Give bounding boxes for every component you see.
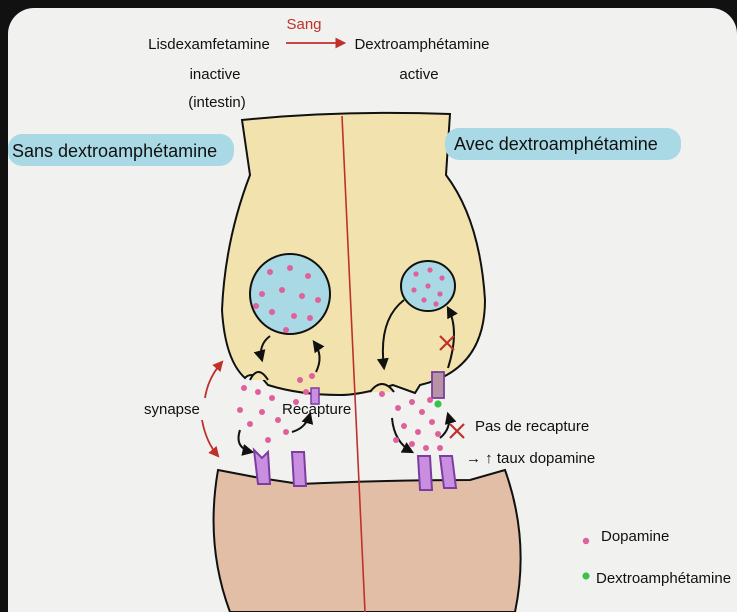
- synapse-diagram: Lisdexamfetamine inactive (intestin) San…: [8, 8, 737, 612]
- active-line-1: Dextroamphétamine: [354, 36, 489, 53]
- recapture-label: Recapture: [282, 401, 351, 418]
- prodrug-line-2: inactive: [190, 66, 241, 83]
- dopamine-right-cleft: [379, 391, 443, 451]
- receptor-right-2: [440, 456, 456, 488]
- synapse-label: synapse: [144, 401, 200, 418]
- red-arrow-icon: [205, 362, 222, 398]
- receptor-left-1: [254, 450, 270, 484]
- active-line-2: active: [399, 66, 438, 83]
- vesicle-left: [250, 254, 330, 334]
- legend-dextro-label: Dextroamphétamine: [596, 570, 731, 587]
- curved-arrow-icon: [440, 414, 449, 438]
- prodrug-line-3: (intestin): [188, 94, 246, 111]
- arrow-label: Sang: [286, 16, 321, 33]
- vesicle-right: [401, 261, 455, 311]
- red-arrow-icon: [202, 420, 218, 456]
- receptor-right-1: [418, 456, 432, 490]
- legend-dextro-swatch: [582, 572, 589, 579]
- no-recapture-label: Pas de recapture: [475, 418, 589, 435]
- curved-arrow-icon: [239, 430, 253, 452]
- prodrug-line-1: Lisdexamfetamine: [148, 36, 270, 53]
- x-mark-icon: [450, 424, 464, 438]
- dopamine-level-label: → ↑ taux dopamine: [466, 450, 595, 467]
- dextro-molecule: [434, 400, 441, 407]
- right-panel-title: Avec dextroamphétamine: [454, 134, 658, 154]
- receptor-left-2: [292, 452, 306, 486]
- transporter-right: [432, 372, 444, 398]
- left-panel-title: Sans dextroamphétamine: [12, 141, 217, 161]
- legend-dopamine-label: Dopamine: [601, 528, 669, 545]
- postsynaptic-neuron: [214, 470, 521, 612]
- diagram-frame: Lisdexamfetamine inactive (intestin) San…: [8, 8, 737, 612]
- curved-arrow-icon: [392, 418, 412, 452]
- legend-dopamine-swatch: [583, 538, 589, 544]
